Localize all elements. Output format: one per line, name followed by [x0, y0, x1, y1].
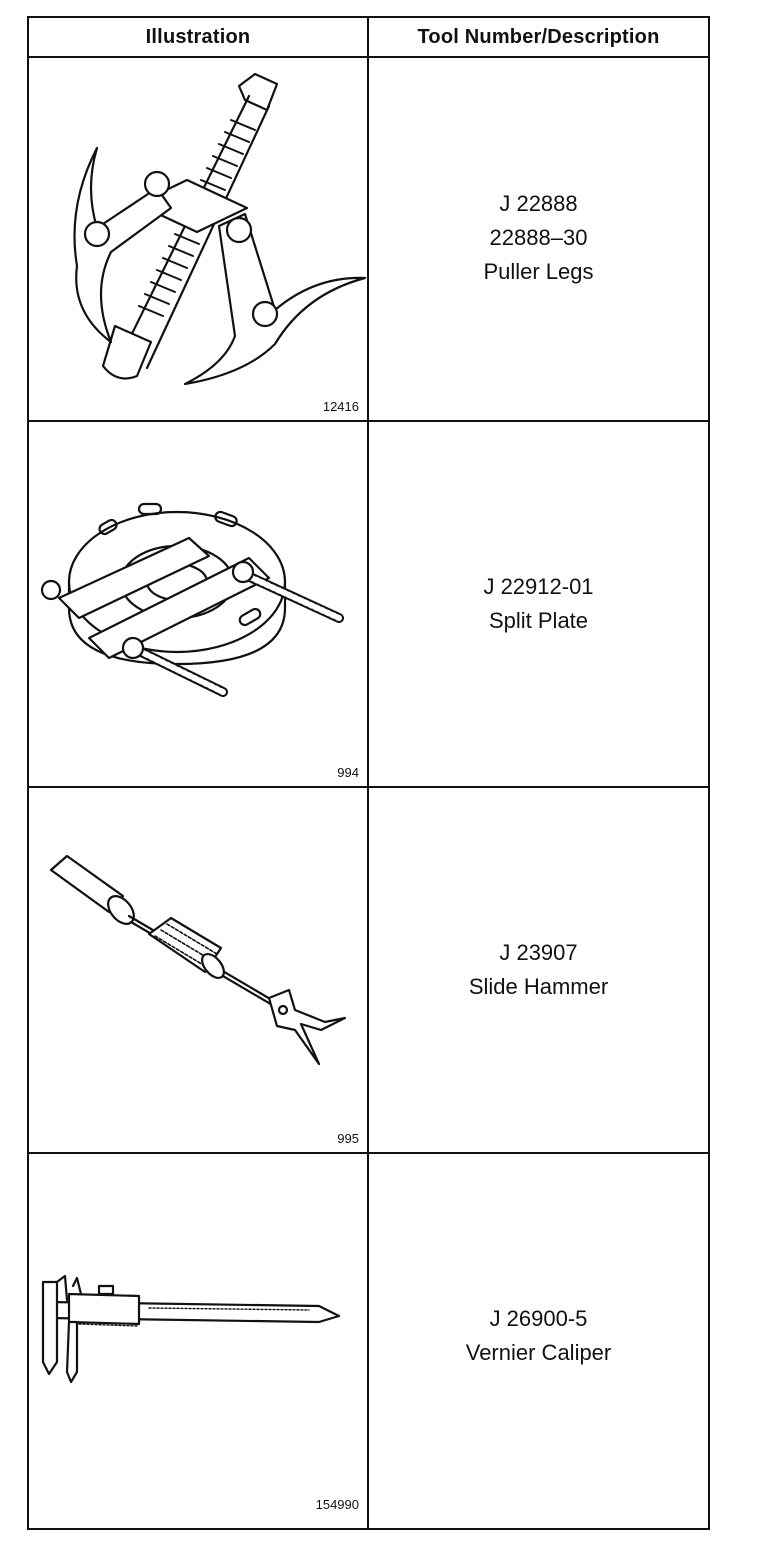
puller-legs-icon	[73, 72, 367, 386]
figure-number: 994	[337, 765, 359, 780]
column-divider	[367, 18, 369, 1528]
tool-description: J 22888 22888–30 Puller Legs	[369, 56, 708, 420]
illustration-cell: 154990	[29, 1154, 367, 1518]
slide-hammer-icon	[49, 854, 347, 1066]
tool-number: J 22912-01	[483, 574, 594, 599]
table-row: 12416 J 22888 22888–30 Puller Legs	[29, 56, 708, 422]
figure-number: 995	[337, 1131, 359, 1146]
tool-number: J 22888	[499, 191, 578, 216]
header-tool-number: Tool Number/Description	[417, 26, 660, 48]
header-illustration: Illustration	[145, 26, 251, 48]
tool-table: Illustration Tool Number/Description	[27, 16, 710, 1530]
tool-name: Split Plate	[488, 608, 589, 633]
tool-description: J 26900-5 Vernier Caliper	[369, 1154, 708, 1518]
illustration-cell: 12416	[29, 56, 367, 420]
tool-name: Vernier Caliper	[465, 1340, 612, 1365]
tool-name: Slide Hammer	[468, 974, 609, 999]
tool-number: J 23907	[499, 940, 578, 965]
vernier-caliper-icon	[41, 1274, 341, 1384]
table-row: 154990 J 26900-5 Vernier Caliper	[29, 1154, 708, 1520]
illustration-cell: 994	[29, 422, 367, 786]
tool-name: Puller Legs	[483, 259, 594, 284]
figure-number: 12416	[322, 399, 359, 414]
table-row: 995 J 23907 Slide Hammer	[29, 788, 708, 1154]
tool-number: J 26900-5	[489, 1306, 588, 1331]
table-row: 994 J 22912-01 Split Plate	[29, 422, 708, 788]
illustration-cell: 995	[29, 788, 367, 1152]
figure-number: 154990	[315, 1497, 359, 1512]
split-plate-icon	[40, 502, 344, 697]
tool-description: J 23907 Slide Hammer	[369, 788, 708, 1152]
tool-number-secondary: 22888–30	[489, 225, 588, 250]
tool-description: J 22912-01 Split Plate	[369, 422, 708, 786]
